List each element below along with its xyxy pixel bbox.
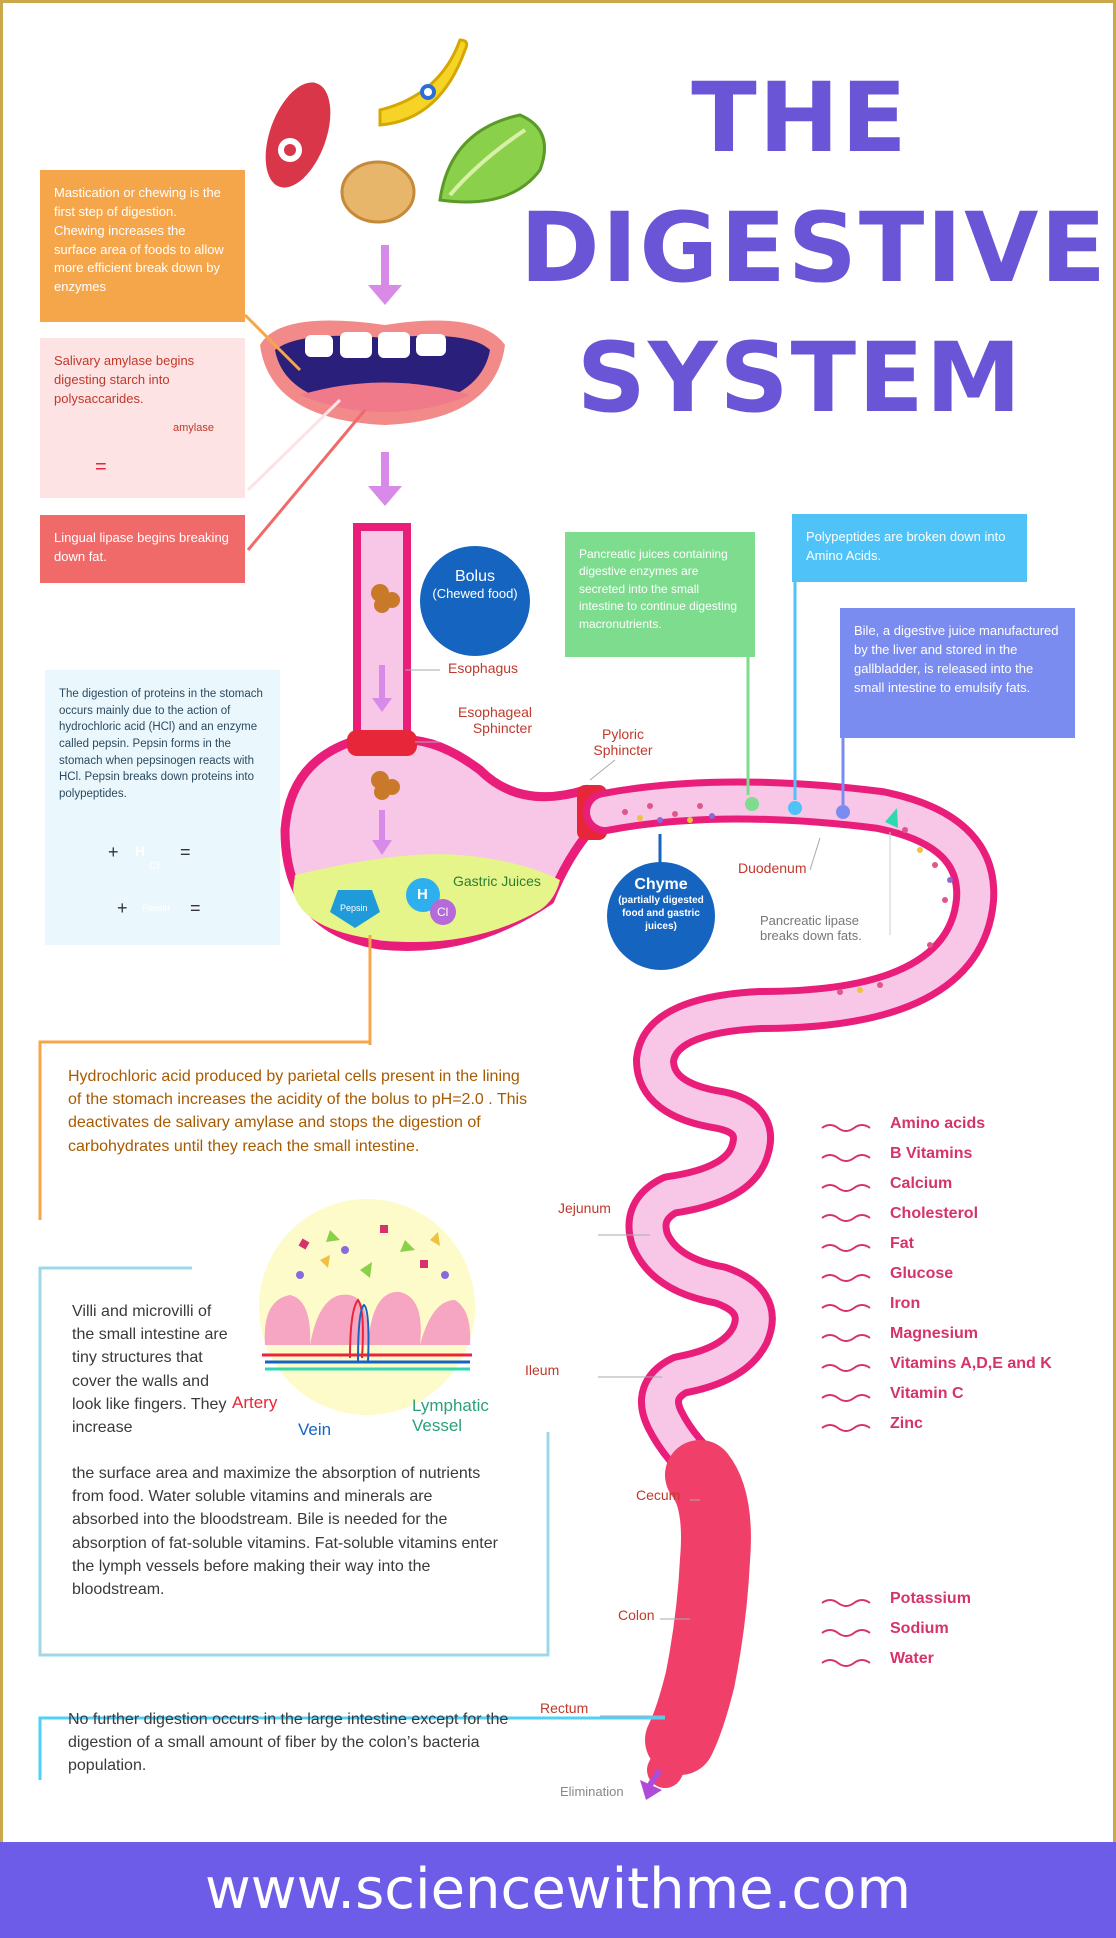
nutrient-item: Magnesium	[890, 1325, 979, 1342]
nutrient-item: Water	[890, 1650, 934, 1667]
salivary-note: Salivary amylase begins digesting starch…	[40, 338, 245, 498]
mouth-icon	[260, 320, 505, 425]
pepsin-icon	[330, 890, 380, 928]
title-the: THE	[691, 62, 909, 174]
label-artery: Artery	[232, 1393, 278, 1412]
nutrient-item: Sodium	[890, 1620, 949, 1637]
equals-2: =	[190, 898, 201, 918]
hcl-frame	[38, 1040, 370, 1220]
meat-icon	[265, 82, 331, 188]
pepsin-label-1: Pepsin	[142, 903, 170, 913]
cl-atom-2: Cl	[437, 905, 449, 919]
footer-url[interactable]: www.sciencewithme.com	[0, 1842, 1116, 1938]
label-ileum: Ileum	[525, 1362, 560, 1378]
label-duodenum: Duodenum	[738, 860, 807, 876]
nutrient-item: Cholesterol	[890, 1205, 979, 1222]
label-pancreatic-lipase: Pancreatic lipase breaks down fats.	[760, 913, 862, 943]
proteins-note: The digestion of proteins in the stomach…	[45, 670, 280, 945]
bile-text: Bile, a digestive juice manufactured by …	[854, 623, 1059, 695]
lettuce-icon	[438, 113, 546, 204]
bile-note: Bile, a digestive juice manufactured by …	[840, 608, 1075, 738]
label-lymphatic: Lymphatic Vessel	[412, 1396, 489, 1435]
label-cecum: Cecum	[636, 1487, 681, 1503]
large-intestine-text: No further digestion occurs in the large…	[68, 1711, 509, 1775]
large-frame	[38, 1716, 665, 1780]
plus-sign-2: +	[117, 898, 128, 918]
bolus-bubble: Bolus (Chewed food)	[420, 546, 530, 656]
equals-1: =	[180, 842, 191, 862]
proteins-text: The digestion of proteins in the stomach…	[59, 688, 263, 801]
bolus-title: Bolus	[454, 568, 496, 585]
hcl-text: Hydrochloric acid produced by parietal c…	[68, 1068, 528, 1155]
villi-frame	[38, 1266, 550, 1657]
lingual-text: Lingual lipase begins breaking down fat.	[54, 530, 229, 564]
label-jejunum: Jejunum	[558, 1200, 611, 1216]
label-elimination: Elimination	[560, 1784, 624, 1799]
villi-text-bottom: the surface area and maximize the absorp…	[72, 1465, 498, 1598]
villi-text-top: Villi and microvilli of the small intest…	[72, 1303, 228, 1436]
potato-icon	[340, 160, 416, 224]
label-esophageal-sphincter: Esophageal Sphincter	[458, 704, 532, 736]
large-intestine	[645, 1440, 751, 1775]
chyme-sub: (partially digested food and gastric jui…	[618, 895, 704, 932]
bolus-icon	[371, 584, 400, 613]
label-gastric-juices: Gastric Juices	[453, 873, 541, 889]
chyme-bubble: Chyme (partially digested food and gastr…	[607, 862, 715, 970]
nutrient-item: B Vitamins	[890, 1145, 973, 1162]
nutrient-item: Fat	[890, 1235, 914, 1252]
banana-icon	[378, 38, 469, 127]
bolus-stomach-icon	[371, 771, 400, 800]
nutrient-item: Glucose	[890, 1265, 954, 1282]
pancreatic-text: Pancreatic juices containing digestive e…	[579, 547, 738, 631]
lingual-note: Lingual lipase begins breaking down fat.	[40, 515, 245, 583]
h-atom-1: H	[135, 843, 146, 859]
h-atom-2: H	[417, 886, 428, 903]
villi-illustration	[259, 1199, 475, 1415]
plus-sign-1: +	[108, 842, 119, 862]
polypeptides-note: Polypeptides are broken down into Amino …	[792, 514, 1027, 582]
nutrient-item: Amino acids	[890, 1115, 986, 1132]
pepsin-label-2: Pepsin	[340, 903, 368, 913]
pancreatic-note: Pancreatic juices containing digestive e…	[565, 532, 755, 657]
title-system: SYSTEM	[576, 322, 1024, 434]
equals-sign: =	[95, 456, 107, 478]
label-esophagus: Esophagus	[448, 660, 519, 676]
label-pyloric-sphincter: Pyloric Sphincter	[593, 726, 653, 758]
polypeptides-text: Polypeptides are broken down into Amino …	[806, 529, 1006, 563]
cl-atom-1: Cl	[149, 860, 160, 872]
nutrient-item: Calcium	[890, 1175, 953, 1192]
nutrient-item: Zinc	[890, 1415, 923, 1432]
label-vein: Vein	[298, 1420, 332, 1439]
bolus-sub: (Chewed food)	[432, 586, 518, 601]
amylase-label: amylase	[173, 422, 214, 434]
salivary-text: Salivary amylase begins digesting starch…	[54, 353, 195, 406]
label-rectum: Rectum	[540, 1700, 589, 1716]
nutrient-item: Iron	[890, 1295, 921, 1312]
nutrient-item: Vitamin C	[890, 1385, 964, 1402]
mastication-note: Mastication or chewing is the first step…	[40, 170, 245, 322]
mastication-text: Mastication or chewing is the first step…	[54, 185, 224, 295]
chyme-title: Chyme	[634, 876, 688, 893]
label-colon: Colon	[618, 1607, 655, 1623]
nutrient-item: Potassium	[890, 1590, 971, 1607]
title-digestive: DIGESTIVE	[520, 192, 1108, 304]
nutrient-item: Vitamins A,D,E and K	[890, 1355, 1052, 1372]
